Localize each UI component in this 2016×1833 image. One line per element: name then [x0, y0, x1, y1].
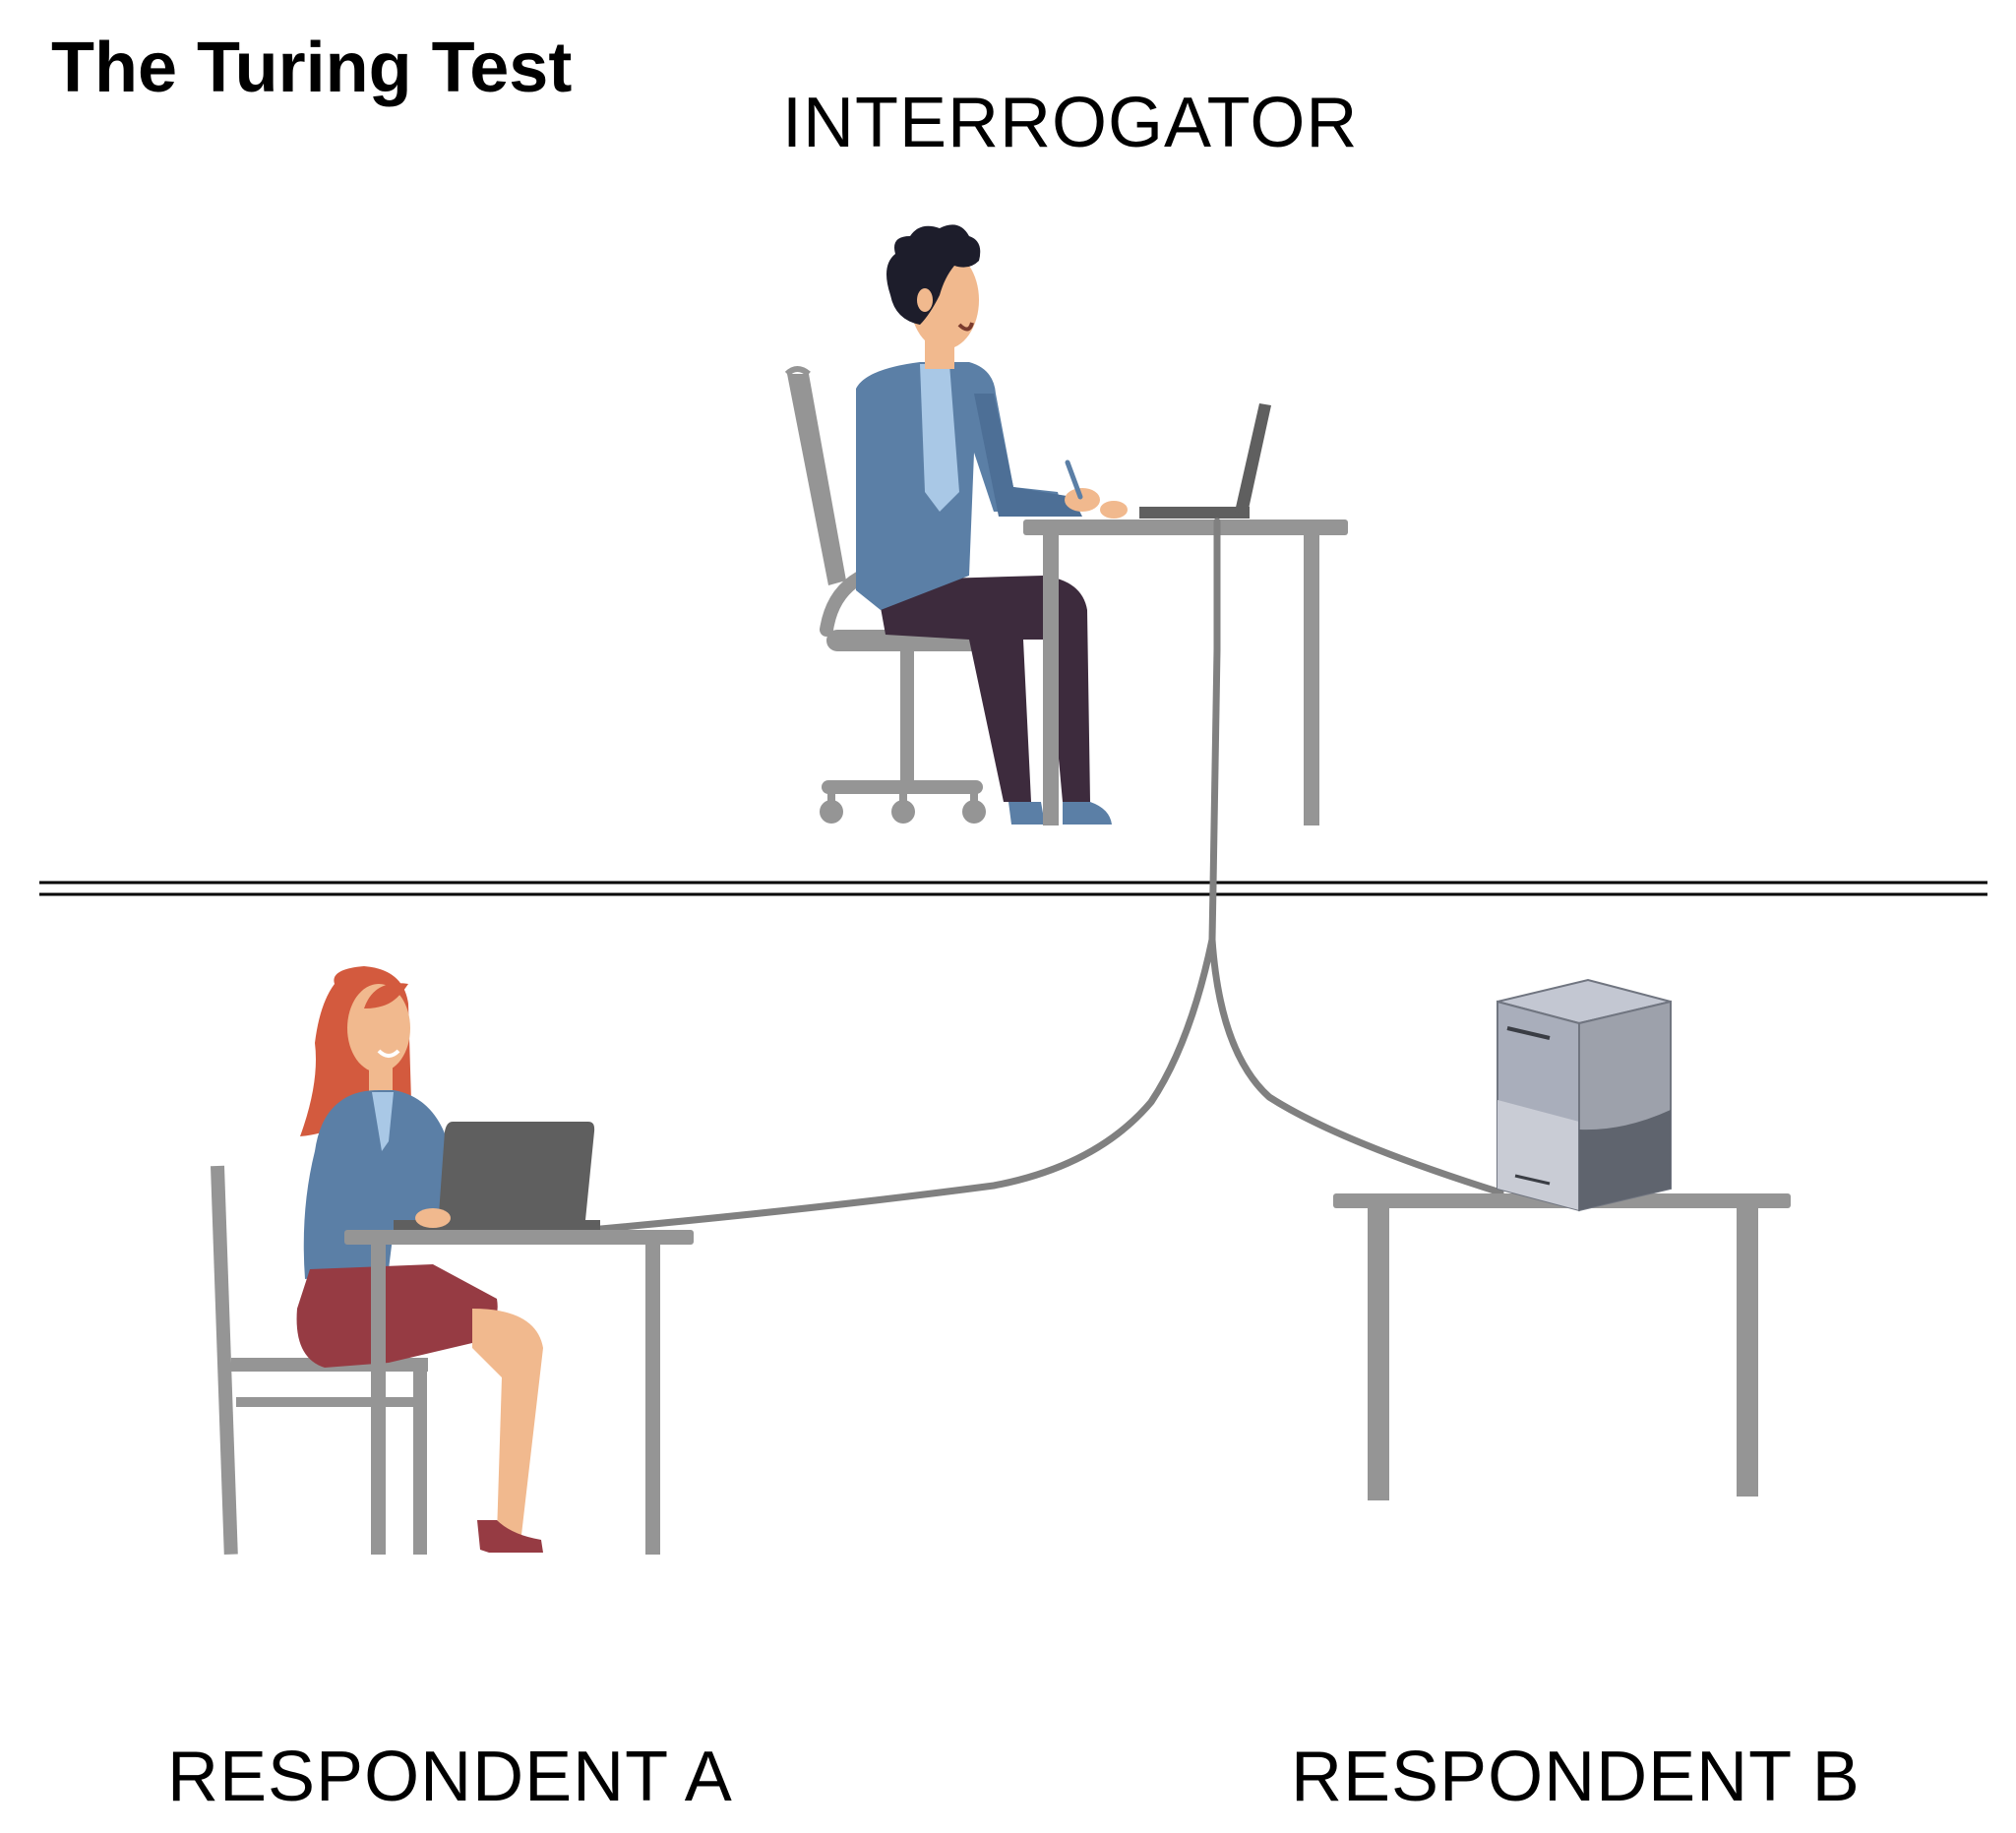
- respondent-a-legs: [472, 1309, 543, 1535]
- respondent-a-desk: [344, 1230, 694, 1555]
- network-cable: [586, 518, 1504, 1234]
- diagram-title: The Turing Test: [51, 29, 573, 107]
- interrogator-hair: [886, 224, 981, 325]
- interrogator-arm: [974, 394, 1082, 517]
- server-icon: [1497, 978, 1672, 1212]
- respondent-a-label: RESPONDENT A: [167, 1738, 733, 1816]
- respondent-b-label: RESPONDENT B: [1291, 1738, 1861, 1816]
- respondent-a-head: [347, 984, 410, 1072]
- room-divider: [39, 881, 1987, 896]
- interrogator-label: INTERROGATOR: [782, 84, 1359, 162]
- interrogator-trousers: [876, 576, 1090, 802]
- interrogator-hand: [1065, 488, 1100, 512]
- interrogator-desk: [1023, 519, 1348, 825]
- respondent-a-skirt: [296, 1264, 498, 1368]
- interrogator-jacket: [856, 362, 1063, 610]
- respondent-a-laptop: [394, 1122, 600, 1230]
- interrogator-laptop: [1139, 403, 1271, 519]
- respondent-a-shoes: [477, 1520, 543, 1553]
- interrogator-shirt: [920, 364, 959, 512]
- pen-icon: [1065, 459, 1083, 500]
- respondent-b-desk: [1333, 1193, 1791, 1500]
- respondent-a-jacket: [303, 1090, 462, 1279]
- interrogator-figure: [784, 224, 1128, 825]
- interrogator-shoes: [1008, 802, 1112, 825]
